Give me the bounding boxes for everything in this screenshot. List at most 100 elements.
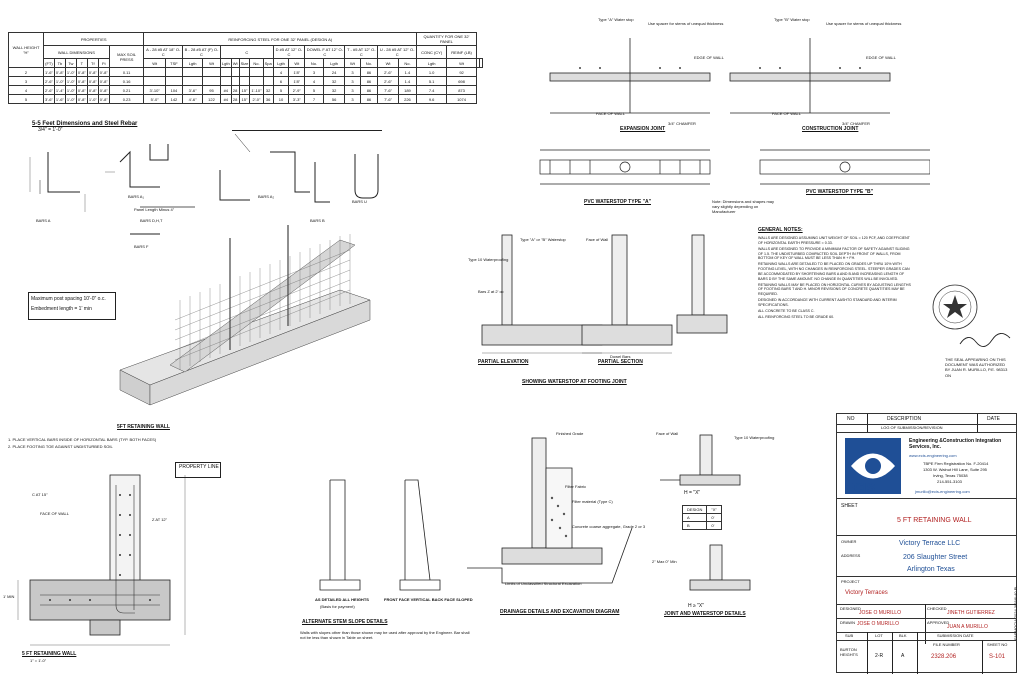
table-cell (164, 76, 184, 86)
wall-section-drawing (17, 474, 186, 646)
general-note-item: RETAINING WALLS MAY BE PLACED ON HORIZON… (758, 282, 911, 297)
rev-col-desc: DESCRIPTION (887, 416, 922, 422)
table-subheader-cell: TSF (164, 58, 184, 68)
table-cell (262, 67, 274, 77)
alt-stem-title: ALTERNATE STEM SLOPE DETAILS (302, 619, 388, 625)
table-cell: 3'-6" (42, 94, 55, 104)
table-subheader-cell: Tf (86, 58, 99, 68)
dimension-note: Note: Dimensions and shapes may vary sli… (712, 199, 775, 214)
table-cell: 226 (397, 94, 418, 104)
partial-elevation-title: PARTIAL ELEVATION (478, 359, 529, 365)
checked-value: JINETH GUTIERREZ (947, 610, 995, 616)
tb-row-line (837, 604, 1016, 605)
rev-divider (867, 414, 868, 432)
table-subheader-cell: Lgth (182, 58, 204, 68)
rev-divider (977, 414, 978, 432)
table-subheader-cell: Wt (377, 58, 399, 68)
table-cell: 104 (164, 85, 184, 95)
table-cell: 189 (397, 85, 418, 95)
file-number-label: FILE NUMBER (933, 642, 960, 647)
general-notes-title: GENERAL NOTES: (758, 227, 803, 233)
table-subheader-cell: Size (238, 58, 251, 68)
tb-divider (892, 632, 893, 674)
seal-text: THE SEAL APPEARING ON THIS DOCUMENT WAS … (945, 357, 1008, 378)
section-scale: 1" = 1'-0" (30, 658, 47, 663)
table-subheader-cell: Tw (64, 58, 77, 68)
table-cell: 3 (304, 67, 324, 77)
properties-table: WALL HEIGHT "H" PROPERTIES REINFORCING S… (8, 32, 484, 104)
designed-value: JOSE O MURILLO (859, 610, 901, 616)
bars-z-label: Bars Z at 2' oc (478, 289, 504, 294)
table-subheader-cell: Lgth (219, 58, 232, 68)
table-subheader-cell: Wt (288, 58, 306, 68)
table-cell (249, 76, 264, 86)
company-email: jmurillo@ecis-engineering.com (915, 489, 970, 494)
rev-col-no: NO (847, 416, 855, 422)
table-cell: 4 (8, 85, 44, 95)
th-wall-height: WALL HEIGHT "H" (8, 32, 44, 68)
table-cell: 1'-0" (86, 94, 99, 104)
table-cell (230, 76, 240, 86)
table-cell: 7'-6" (377, 85, 399, 95)
table-cell: 32 (262, 85, 274, 95)
table-cell: 2'-6" (42, 85, 55, 95)
submission-date-label: SUBMISSION DATE (937, 633, 974, 638)
table-cell: 0'-8" (75, 76, 88, 86)
table-cell: 36 (262, 94, 274, 104)
table-cell: 1'8" (288, 76, 306, 86)
callout-embedment: Embedment length = 1' min (31, 306, 92, 312)
th-bars-d: D #5 AT 12" O-C (272, 45, 306, 59)
design-cell: B (681, 521, 708, 530)
table-subheader-cell: Lgth (416, 58, 448, 68)
table-cell: 9.6 (416, 94, 448, 104)
chamfer-b: 3/4" CHAMFER (842, 121, 870, 126)
sheet-label: SHEET (841, 503, 858, 509)
tb-divider (917, 632, 918, 674)
general-note-item: WALLS ARE DESIGNED TO PROVIDE A MINIMUM … (758, 246, 910, 261)
table-cell: 86 (359, 67, 379, 77)
owner-value: Victory Terrace LLC (899, 540, 961, 547)
label-bars-u: BARS U (352, 199, 367, 204)
table-cell (230, 67, 240, 77)
finished-grade-label: Finished Grade (556, 431, 584, 436)
table-cell (202, 76, 221, 86)
sub-value: BURTON HEIGHTS (840, 647, 858, 657)
table-cell: 28 (230, 94, 240, 104)
th-bars-c: C (219, 45, 274, 59)
table-cell: 3'-10" (143, 85, 166, 95)
table-cell (182, 67, 204, 77)
drainage-drawing (467, 437, 633, 584)
table-subheader-cell: Lgth (322, 58, 346, 68)
table-cell: 1.4 (397, 76, 418, 86)
table-cell: 3'-6" (182, 85, 204, 95)
table-cell: 2'-0" (249, 94, 264, 104)
table-cell: 92 (446, 67, 477, 77)
table-cell: 95 (202, 85, 221, 95)
front-face-label: FRONT FACE VERTICAL BACK FACE SLOPED (384, 597, 473, 602)
th-wall-dims: WALL DIMENSIONS (42, 45, 110, 59)
type10-waterproofing-1: Type 10 Waterproofing (468, 257, 509, 262)
table-subheader-cell: Lgth (272, 58, 290, 68)
table-cell: 5 (304, 85, 324, 95)
face-of-wall-right: Face of Wall (656, 431, 679, 436)
table-cell: 142 (164, 94, 184, 104)
firm-registration: TBPE Firm Registration No. F-20414 (923, 461, 989, 466)
company-address2: Irving, Texas 75038 (933, 473, 968, 478)
table-cell: 2'-6" (377, 76, 399, 86)
address-value1: 206 Slaughter Street (903, 554, 968, 561)
type-b-waterstop-label: Type "B" Water stop (774, 17, 810, 22)
pvc-waterstop-drawing (539, 149, 930, 185)
table-cell: #4 (219, 94, 232, 104)
approved-value: JUAN A MURILLO (947, 624, 988, 630)
label-bars-f: BARS F (134, 244, 149, 249)
engineer-seal (932, 284, 978, 330)
general-note-item: ALL CONCRETE TO BE CLASS C. (758, 308, 815, 313)
table-cell: 873 (446, 85, 477, 95)
dowel-bars-label: Dowel Bars (610, 354, 631, 359)
th-bars-u: U - 28 #5 AT 12" O-C (377, 45, 418, 59)
label-bars-a1: BARS A₁ (128, 194, 144, 199)
construction-joint-title: CONSTRUCTION JOINT (802, 126, 859, 132)
